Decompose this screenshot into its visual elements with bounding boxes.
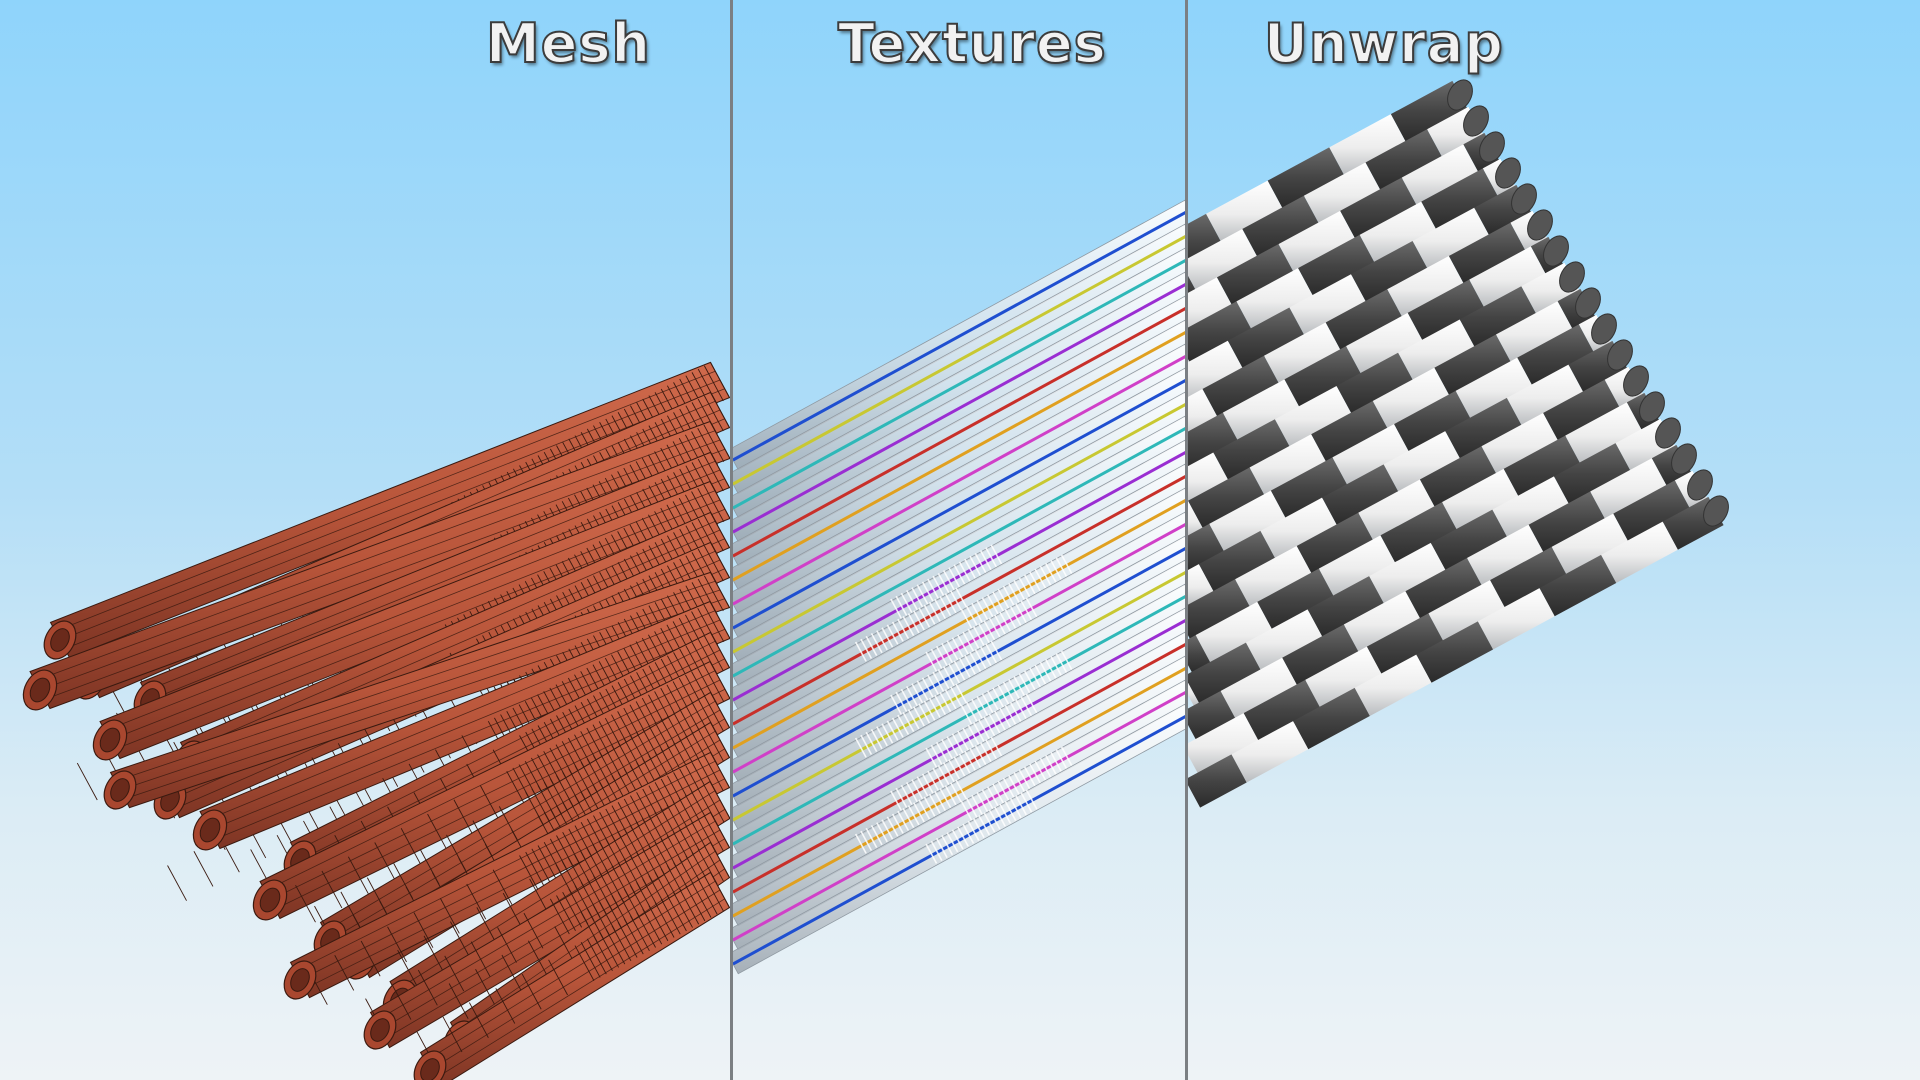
textured-straw — [733, 583, 1185, 855]
unwrap-straw — [1188, 365, 1649, 640]
unwrap-straw — [1188, 79, 1473, 260]
unwrap-straw — [1188, 209, 1553, 434]
unwrap-title: Unwrap — [1263, 11, 1504, 76]
unwrap-straw — [1188, 131, 1505, 330]
unwrap-straws — [1188, 79, 1729, 808]
unwrap-straw — [1188, 261, 1585, 503]
mesh-straws — [22, 361, 731, 1080]
textured-straw — [733, 511, 1185, 783]
unwrap-straw — [1188, 313, 1617, 572]
unwrap-straw — [1188, 469, 1713, 775]
textured-straw — [733, 607, 1185, 879]
mesh-straw — [192, 600, 731, 887]
textured-straw — [733, 703, 1185, 975]
unwrap-straw — [1188, 183, 1537, 399]
unwrap-straw — [1188, 443, 1697, 741]
unwrap-straw — [1188, 339, 1633, 607]
textures-title: Textures — [837, 11, 1107, 76]
unwrap-straw — [1188, 287, 1601, 538]
unwrap-straw — [1188, 417, 1681, 707]
textured-straws — [733, 199, 1185, 975]
unwrap-straw — [1188, 105, 1489, 295]
mesh-title: Mesh — [485, 11, 651, 76]
mesh-straw — [363, 811, 731, 1050]
unwrap-straw — [1188, 391, 1665, 674]
mesh-straw — [413, 871, 731, 1080]
textured-straw — [733, 463, 1185, 735]
unwrap-straw — [1188, 235, 1569, 468]
textured-straw — [733, 655, 1185, 927]
panel-divider — [730, 0, 733, 1080]
unwrap-straw — [1188, 495, 1729, 808]
unwrap-straw — [1188, 157, 1521, 364]
panel-divider — [1185, 0, 1188, 1080]
